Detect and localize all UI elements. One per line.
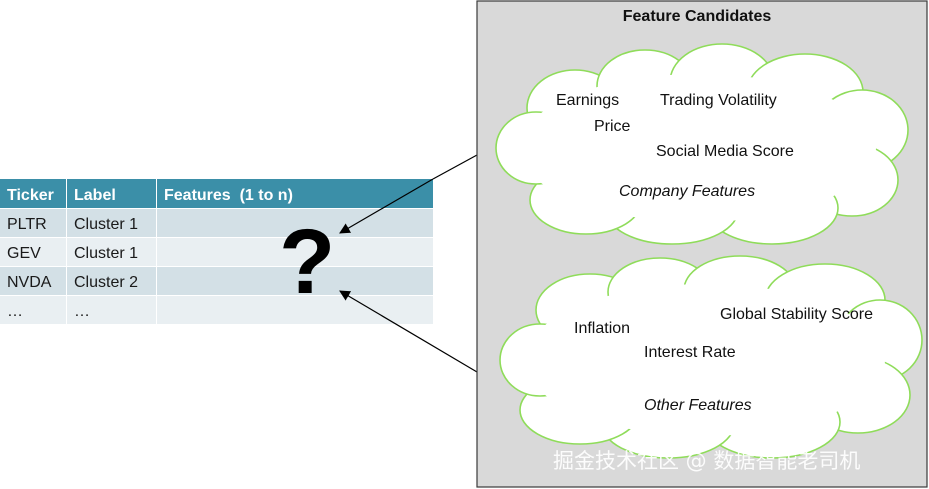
header-ticker: Ticker <box>7 187 54 204</box>
connector-line-top <box>432 154 478 180</box>
row-ticker: GEV <box>7 245 41 262</box>
company-features-caption: Company Features <box>619 183 755 200</box>
question-mark: ? <box>279 211 335 313</box>
feature-inflation: Inflation <box>574 320 630 337</box>
feature-interest-rate: Interest Rate <box>644 344 736 361</box>
row-label: … <box>74 303 90 320</box>
table-row: GEV Cluster 1 <box>0 238 433 266</box>
header-label: Label <box>74 187 116 204</box>
header-cell-features <box>157 179 433 208</box>
table-header: Ticker Label Features (1 to n) <box>0 179 433 208</box>
row-ticker: PLTR <box>7 216 47 233</box>
row-ticker: … <box>7 303 23 320</box>
arrow-other-to-table <box>339 290 478 373</box>
header-cell-label <box>67 179 156 208</box>
header-features: Features (1 to n) <box>164 187 293 204</box>
other-features-cloud: Global Stability Score Inflation Interes… <box>499 255 923 459</box>
feature-trading-volatility: Trading Volatility <box>660 92 777 109</box>
company-features-cloud: Earnings Trading Volatility Price Social… <box>495 43 909 245</box>
row-label: Cluster 1 <box>74 245 138 262</box>
feature-earnings: Earnings <box>556 92 619 109</box>
table-row: NVDA Cluster 2 <box>0 267 433 295</box>
feature-social-media-score: Social Media Score <box>656 143 794 160</box>
row-ticker: NVDA <box>7 274 52 291</box>
row-label: Cluster 1 <box>74 216 138 233</box>
table-row: … … <box>0 296 433 324</box>
table-row: PLTR Cluster 1 <box>0 209 433 237</box>
arrow-company-to-table <box>339 178 434 234</box>
panel-title: Feature Candidates <box>623 8 772 25</box>
watermark-text: 掘金技术社区 @ 数据智能老司机 <box>553 449 860 473</box>
header-cell-ticker <box>0 179 66 208</box>
other-features-caption: Other Features <box>644 397 752 414</box>
feature-candidates-panel: Feature Candidates Earnings Trading Vola… <box>476 0 928 488</box>
feature-price: Price <box>594 118 631 135</box>
feature-global-stability-score: Global Stability Score <box>720 306 873 323</box>
ticker-table: Ticker Label Features (1 to n) PLTR Clus… <box>0 179 433 324</box>
row-label: Cluster 2 <box>74 274 138 291</box>
